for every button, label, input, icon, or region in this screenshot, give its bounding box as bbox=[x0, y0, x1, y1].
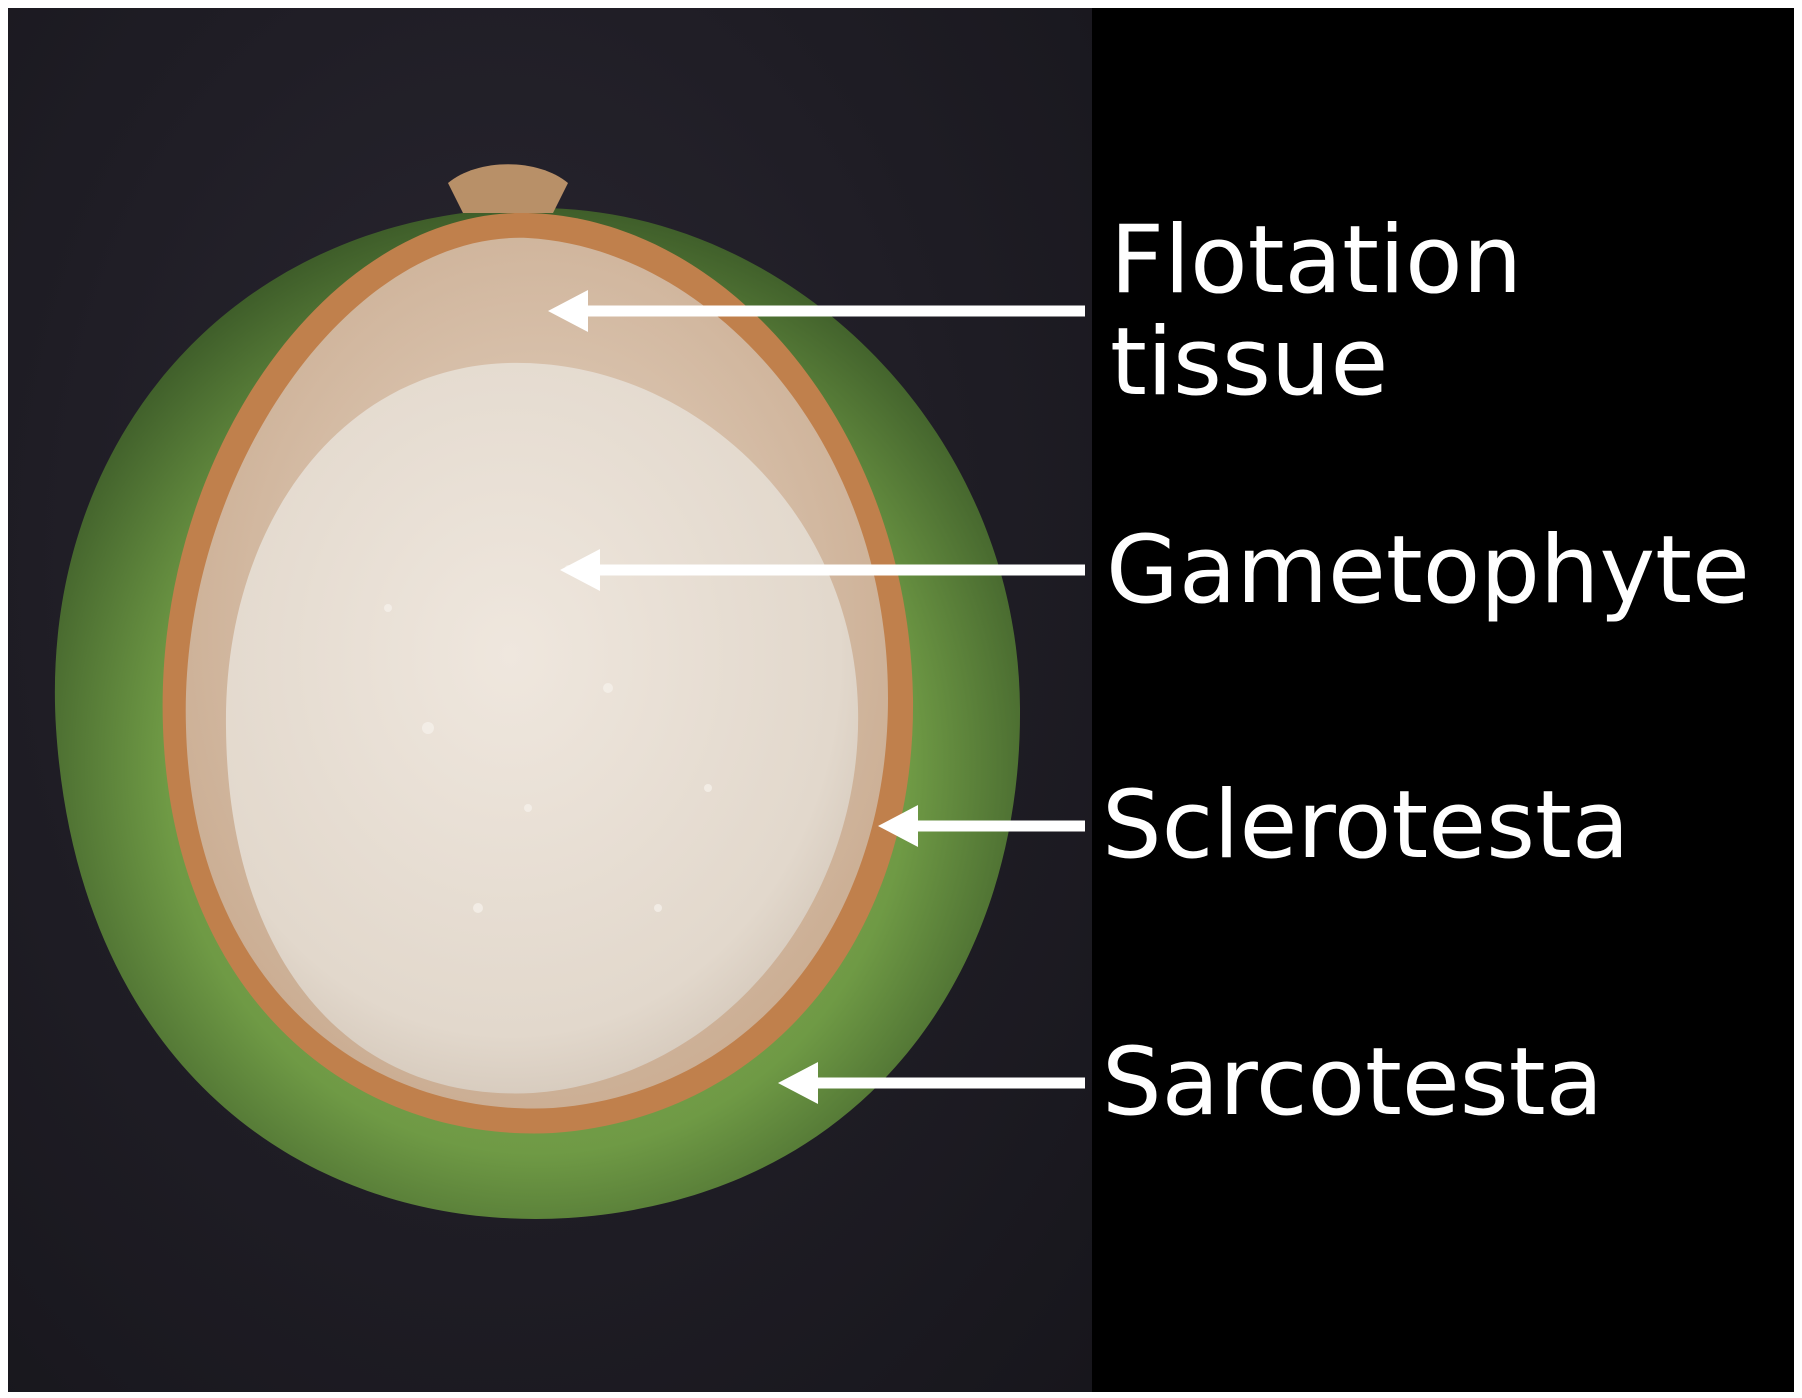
gametophyte-layer bbox=[225, 362, 859, 1094]
seed-tip bbox=[448, 164, 568, 213]
seed-illustration bbox=[54, 164, 1021, 1219]
label-panel bbox=[1092, 8, 1794, 1392]
seed-photo bbox=[8, 8, 1092, 1392]
label-gametophyte: Gametophyte bbox=[1106, 516, 1750, 625]
label-flotation-tissue: Flotation tissue bbox=[1110, 210, 1522, 414]
label-sarcotesta: Sarcotesta bbox=[1102, 1028, 1604, 1137]
label-sclerotesta: Sclerotesta bbox=[1102, 771, 1630, 880]
label-flotation-line1: Flotation bbox=[1110, 206, 1523, 315]
label-flotation-line2: tissue bbox=[1110, 308, 1389, 417]
